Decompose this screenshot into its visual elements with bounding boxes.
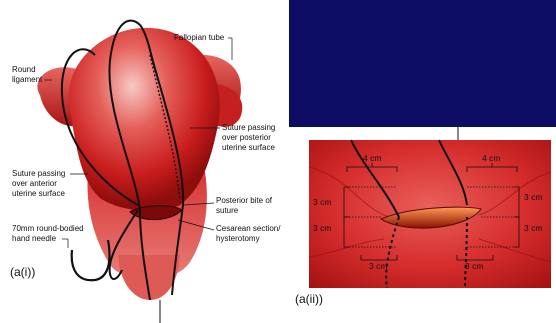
svg-text:over anterior: over anterior bbox=[12, 179, 57, 188]
svg-text:uterine surface: uterine surface bbox=[12, 189, 65, 198]
svg-text:ligament: ligament bbox=[12, 75, 43, 84]
svg-text:hand needle: hand needle bbox=[12, 234, 57, 243]
uterus-illustration-a-i: Fallopian tube Round ligament Suture pas… bbox=[0, 0, 289, 323]
dim-bottom-left: 3 cm bbox=[369, 261, 387, 271]
dim-left-upper: 3 cm bbox=[313, 197, 331, 207]
label-suture-anterior: Suture passing over anterior uterine sur… bbox=[12, 169, 88, 198]
svg-text:suture: suture bbox=[216, 206, 239, 215]
dim-top-left: 4 cm bbox=[363, 153, 381, 163]
svg-text:uterine surface: uterine surface bbox=[222, 143, 275, 152]
svg-text:Fallopian tube: Fallopian tube bbox=[174, 33, 225, 42]
svg-text:hysterotomy: hysterotomy bbox=[216, 234, 260, 243]
svg-text:Suture passing: Suture passing bbox=[222, 123, 275, 132]
caption-a-i: (a(i)) bbox=[10, 265, 35, 279]
uterine-fundus bbox=[69, 28, 220, 211]
svg-text:70mm round-bodied: 70mm round-bodied bbox=[12, 224, 84, 233]
label-needle: 70mm round-bodied hand needle bbox=[12, 224, 84, 248]
svg-text:Suture passing: Suture passing bbox=[12, 169, 65, 178]
svg-text:Posterior bite of: Posterior bite of bbox=[216, 196, 273, 205]
dim-top-right: 4 cm bbox=[482, 153, 500, 163]
uterus-illustration-a-ii: 4 cm 4 cm 3 cm 3 cm 3 cm 3 cm 3 cm 3 cm … bbox=[289, 127, 556, 323]
dim-right-upper: 3 cm bbox=[524, 192, 542, 202]
dim-left-lower: 3 cm bbox=[313, 223, 331, 233]
dim-bottom-right: 3 cm bbox=[465, 261, 483, 271]
svg-text:over posterior: over posterior bbox=[222, 133, 271, 142]
panel-a-i: Fallopian tube Round ligament Suture pas… bbox=[0, 0, 289, 323]
caption-a-ii: (a(ii)) bbox=[295, 292, 323, 306]
dim-right-lower: 3 cm bbox=[524, 223, 542, 233]
panel-a-ii: 4 cm 4 cm 3 cm 3 cm 3 cm 3 cm 3 cm 3 cm … bbox=[289, 127, 556, 323]
svg-text:Round: Round bbox=[12, 65, 36, 74]
svg-text:Cesarean section/: Cesarean section/ bbox=[216, 224, 281, 233]
